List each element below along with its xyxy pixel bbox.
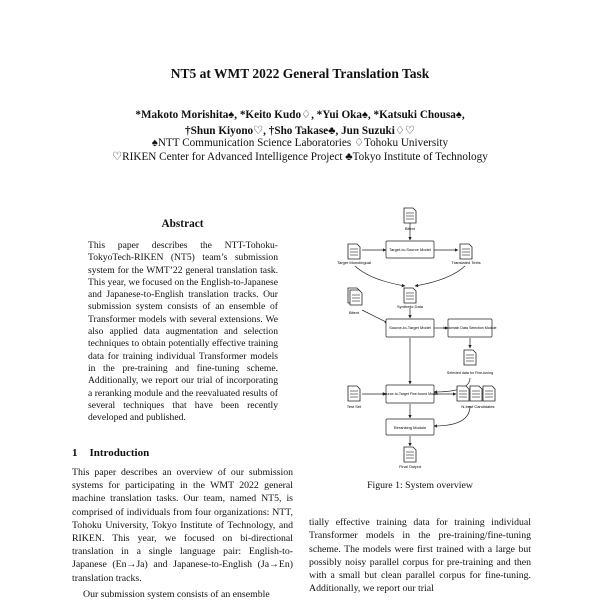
affiliation-line-1: ♠NTT Communication Science Laboratories … bbox=[151, 137, 449, 149]
intro-paragraph: This paper describes an overview of our … bbox=[72, 467, 293, 584]
label-final-output: Final Output bbox=[399, 464, 422, 469]
nbest-doc-icon bbox=[456, 385, 470, 402]
reranking-box bbox=[385, 418, 435, 436]
label-test-set: Test Set bbox=[347, 404, 362, 409]
label-selected-data: Selected data for Fine-tuning bbox=[447, 371, 493, 375]
label-synthetic-data: Synthetic Data bbox=[397, 304, 424, 309]
finetuned-model-box bbox=[385, 384, 435, 404]
label-reranking: Reranking Module bbox=[394, 425, 427, 430]
affiliation-line-2: ♡RIKEN Center for Advanced Intelligence … bbox=[112, 151, 488, 163]
label-s2t: Source-to-Target Model bbox=[389, 325, 431, 330]
label-bitext-left: Bitext bbox=[349, 310, 360, 315]
label-bitext-top: Bitext bbox=[405, 226, 416, 231]
authors-line-2: †Shun Kiyono♡, †Sho Takase♣, Jun Suzuki♢… bbox=[185, 125, 415, 137]
authors-line-1: *Makoto Morishita♠, *Keito Kudo♢, *Yui O… bbox=[135, 109, 465, 121]
section-title: Introduction bbox=[89, 447, 150, 459]
translated-texts-doc-icon bbox=[459, 243, 473, 260]
label-translated-texts: Translated Texts bbox=[451, 260, 480, 265]
right-column-paragraph: tially effective training data for train… bbox=[309, 517, 531, 595]
intro-paragraph-2: Our submission system consists of an ens… bbox=[83, 589, 270, 600]
abstract-body: This paper describes the NTT-Tohoku-Toky… bbox=[88, 240, 278, 424]
synthetic-data-doc-icon bbox=[403, 287, 417, 304]
selected-data-doc-icon bbox=[463, 349, 477, 366]
section-number: 1 bbox=[72, 447, 78, 459]
in-domain-selection-box bbox=[447, 318, 493, 338]
figure-caption: Figure 1: System overview bbox=[367, 480, 473, 491]
target-monolingual-doc-icon bbox=[347, 243, 361, 260]
final-output-doc-icon bbox=[403, 446, 417, 463]
abstract-heading: Abstract bbox=[161, 218, 204, 230]
paper-title: NT5 at WMT 2022 General Translation Task bbox=[170, 66, 430, 81]
system-overview-diagram: Bitext Target Monolingual Target-to-Sour… bbox=[337, 207, 497, 469]
bitext-doc-icon bbox=[403, 207, 417, 224]
test-set-doc-icon bbox=[347, 385, 361, 402]
label-nbest: N-best Candidates bbox=[461, 404, 494, 409]
target-to-source-box bbox=[385, 240, 435, 259]
label-t2s: Target-to-Source Model bbox=[389, 247, 431, 252]
label-finetuned: Source-to-Target Fine-tuned Model bbox=[382, 392, 438, 396]
section-heading: 1 Introduction bbox=[72, 447, 161, 459]
label-in-domain: In-domain Data Selection Module bbox=[443, 326, 496, 330]
source-to-target-box bbox=[385, 318, 435, 338]
label-target-monolingual: Target Monolingual bbox=[337, 260, 371, 265]
